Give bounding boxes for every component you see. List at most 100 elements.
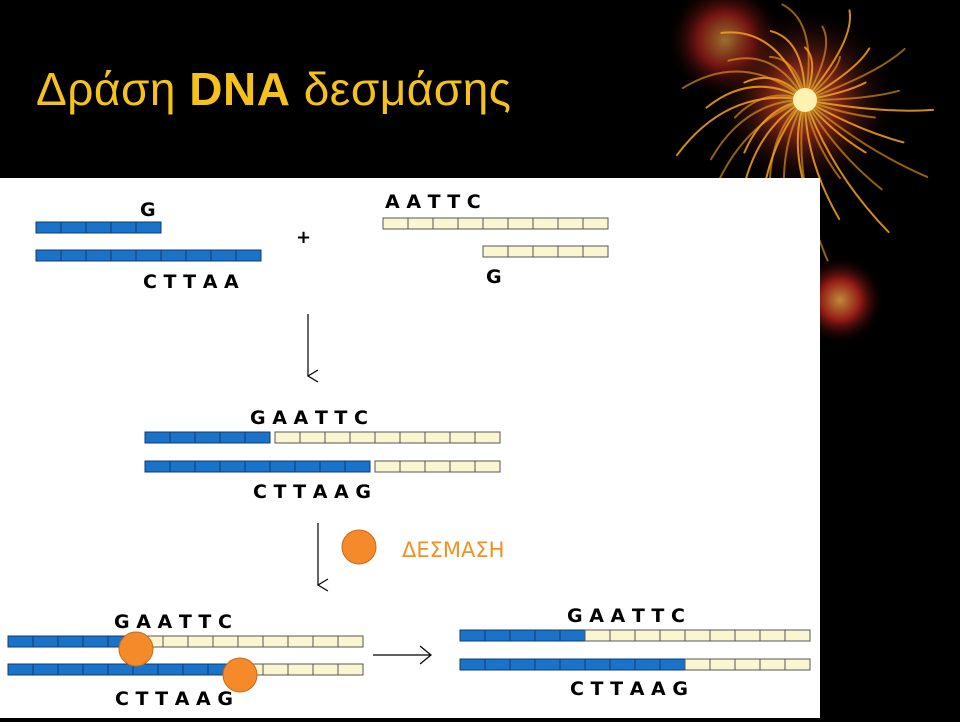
- strand-segment: [287, 635, 314, 648]
- strand-segment: [244, 460, 271, 473]
- strand-segment: [35, 221, 62, 234]
- strand-segment: [532, 245, 559, 258]
- strand-segment: [337, 663, 364, 676]
- strand-segment: [32, 635, 59, 648]
- ligated-bottom-label: C T T A A G: [570, 678, 688, 700]
- right-arrow: [373, 645, 432, 665]
- ligating-top-label: G A A T T C: [114, 611, 232, 633]
- title-prefix: Δράση: [36, 63, 176, 115]
- strand-segment: [557, 245, 584, 258]
- strand-segment: [474, 460, 501, 473]
- strand-segment: [337, 635, 364, 648]
- annealed-molecule: G A A T T C C T T A A G: [144, 407, 501, 503]
- strand-segment: [609, 658, 636, 671]
- strand-segment: [182, 663, 209, 676]
- plus-sign: +: [296, 227, 311, 248]
- left-fragment-top-label: G: [140, 199, 156, 221]
- strand-segment: [374, 460, 401, 473]
- annealed-top-cream: [274, 431, 501, 444]
- strand-segment: [235, 249, 262, 262]
- ligated-top-cream: [584, 629, 811, 642]
- annealed-bottom-label: C T T A A G: [253, 481, 371, 503]
- strand-segment: [144, 431, 171, 444]
- ligating-bottom-label: C T T A A G: [115, 688, 233, 710]
- strand-segment: [407, 217, 434, 230]
- strand-segment: [449, 431, 476, 444]
- strand-segment: [584, 658, 611, 671]
- ligase-label: ΔΕΣΜΑΣΗ: [402, 538, 504, 562]
- strand-segment: [294, 460, 321, 473]
- strand-segment: [534, 658, 561, 671]
- strand-segment: [57, 663, 84, 676]
- strand-segment: [784, 658, 811, 671]
- strand-segment: [160, 249, 187, 262]
- right-fragment-top-label: A A T T C: [385, 191, 481, 213]
- diagram-panel: G C T T A A + A A T T C G G A A T T C C …: [0, 178, 820, 718]
- strand-segment: [507, 217, 534, 230]
- strand-segment: [734, 629, 761, 642]
- strand-segment: [507, 245, 534, 258]
- strand-segment: [424, 460, 451, 473]
- strand-segment: [110, 249, 137, 262]
- strand-segment: [432, 217, 459, 230]
- strand-segment: [299, 431, 326, 444]
- strand-segment: [582, 245, 609, 258]
- slide-title: Δράση DNA δεσμάσης: [36, 62, 511, 116]
- ligase-enzyme-icon: [341, 529, 377, 565]
- strand-segment: [7, 635, 34, 648]
- strand-segment: [424, 431, 451, 444]
- strand-segment: [312, 663, 339, 676]
- strand-segment: [219, 460, 246, 473]
- strand-segment: [262, 663, 289, 676]
- ligating-molecule: G A A T T C C T T A A G: [7, 611, 364, 710]
- left-fragment-top-strand: [35, 221, 162, 234]
- strand-segment: [157, 663, 184, 676]
- strand-segment: [484, 629, 511, 642]
- strand-segment: [709, 629, 736, 642]
- strand-segment: [169, 431, 196, 444]
- strand-segment: [482, 245, 509, 258]
- strand-segment: [344, 460, 371, 473]
- left-fragment-bottom-label: C T T A A: [143, 271, 239, 293]
- ligated-top-blue: [459, 629, 586, 642]
- strand-segment: [609, 629, 636, 642]
- strand-segment: [759, 658, 786, 671]
- strand-segment: [759, 629, 786, 642]
- ligated-molecule: G A A T T C C T T A A G: [459, 605, 811, 700]
- strand-segment: [169, 460, 196, 473]
- ligase-on-bottom-strand-icon: [222, 657, 258, 693]
- strand-segment: [185, 249, 212, 262]
- right-fragment-bottom-label: G: [486, 266, 502, 288]
- strand-segment: [709, 658, 736, 671]
- strand-segment: [35, 249, 62, 262]
- strand-segment: [7, 663, 34, 676]
- strand-segment: [459, 658, 486, 671]
- strand-segment: [107, 663, 134, 676]
- strand-segment: [457, 217, 484, 230]
- strand-segment: [734, 658, 761, 671]
- strand-segment: [144, 460, 171, 473]
- ligating-top-blue: [7, 635, 134, 648]
- strand-segment: [532, 217, 559, 230]
- strand-segment: [449, 460, 476, 473]
- strand-segment: [135, 221, 162, 234]
- strand-segment: [219, 431, 246, 444]
- ligated-top-label: G A A T T C: [567, 605, 685, 627]
- ligating-top-cream: [137, 635, 364, 648]
- strand-segment: [559, 658, 586, 671]
- ligation-diagram: G C T T A A + A A T T C G G A A T T C C …: [7, 191, 811, 710]
- strand-segment: [244, 431, 271, 444]
- strand-segment: [237, 635, 264, 648]
- strand-segment: [57, 635, 84, 648]
- annealed-top-label: G A A T T C: [250, 407, 368, 429]
- strand-segment: [399, 431, 426, 444]
- strand-segment: [187, 635, 214, 648]
- strand-segment: [634, 658, 661, 671]
- strand-segment: [374, 431, 401, 444]
- left-fragment: G C T T A A: [35, 199, 262, 293]
- annealed-bottom-blue: [144, 460, 371, 473]
- strand-segment: [85, 221, 112, 234]
- ligated-bottom-blue: [459, 658, 686, 671]
- strand-segment: [784, 629, 811, 642]
- strand-segment: [634, 629, 661, 642]
